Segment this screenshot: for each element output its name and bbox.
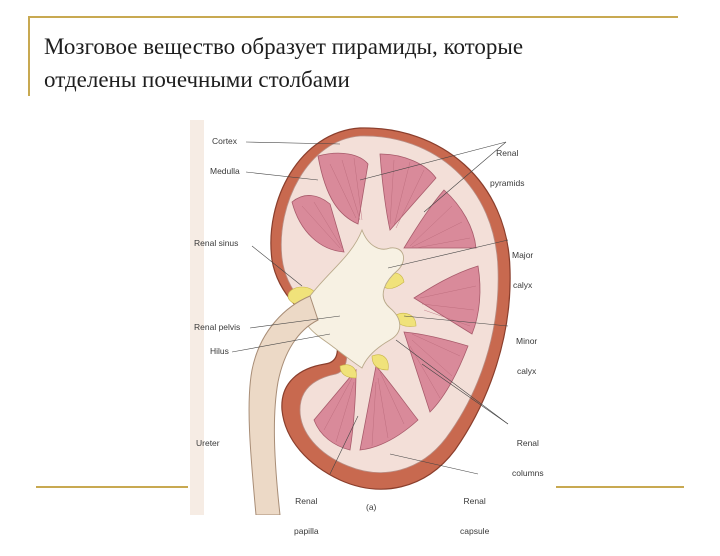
kidney-illustration — [190, 120, 511, 515]
pyramid-7 — [359, 365, 419, 451]
bottom-rule-right — [556, 486, 684, 488]
slide-border-top — [28, 16, 678, 18]
label-major-calyx: Major calyx — [512, 250, 534, 290]
bottom-rule-left — [36, 486, 188, 488]
label-minor-calyx: Minor calyx — [516, 336, 538, 376]
label-renal-papilla: Renal papilla — [294, 496, 319, 536]
leader-lines — [231, 141, 509, 475]
pyramid-2 — [379, 153, 437, 231]
pyramid-striations — [301, 157, 477, 447]
pyramid-6 — [403, 331, 469, 413]
label-renal-pelvis: Renal pelvis — [194, 322, 241, 332]
label-ureter: Ureter — [196, 438, 220, 448]
label-renal-columns: Renal columns — [512, 438, 544, 478]
kidney-diagram: Cortex Medulla Renal sinus Renal pelvis … — [190, 120, 555, 536]
slide-title-line-2: отделены почечными столбами — [44, 67, 350, 92]
ureter-shape — [248, 295, 319, 515]
label-medulla: Medulla — [210, 166, 240, 176]
label-cortex: Cortex — [212, 136, 238, 146]
pyramid-3 — [403, 189, 477, 249]
panel-letter: (a) — [366, 502, 377, 512]
label-renal-capsule: Renal capsule — [460, 496, 490, 536]
label-renal-sinus: Renal sinus — [194, 238, 239, 248]
slide-title-line-1: Мозговое вещество образует пирамиды, кот… — [44, 34, 524, 59]
figure-edge-strip — [190, 120, 204, 515]
renal-pelvis-shape — [303, 228, 404, 369]
label-hilus: Hilus — [210, 346, 229, 356]
slide-border-left — [28, 16, 30, 96]
label-renal-pyramids: Renal pyramids — [490, 148, 525, 188]
slide-title: Мозговое вещество образует пирамиды, кот… — [44, 30, 664, 96]
pyramid-5 — [413, 265, 481, 335]
